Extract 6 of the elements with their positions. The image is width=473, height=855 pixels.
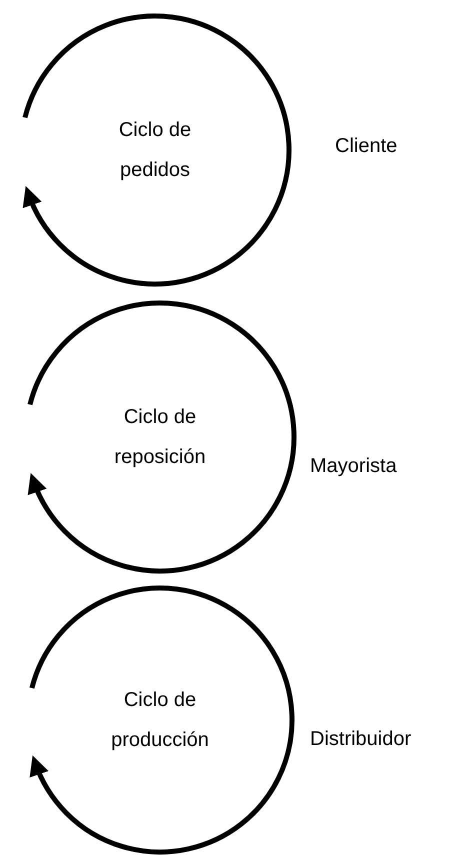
cycle-label: Ciclo de pedidos bbox=[118, 118, 192, 183]
stage-label: Cliente bbox=[335, 135, 398, 158]
stage-label: Mayorista bbox=[310, 455, 397, 478]
cycle-label: Ciclo de producción bbox=[110, 688, 210, 753]
stage-label: Distribuidor bbox=[310, 728, 412, 751]
cycle-label: Ciclo de reposición bbox=[113, 405, 207, 470]
